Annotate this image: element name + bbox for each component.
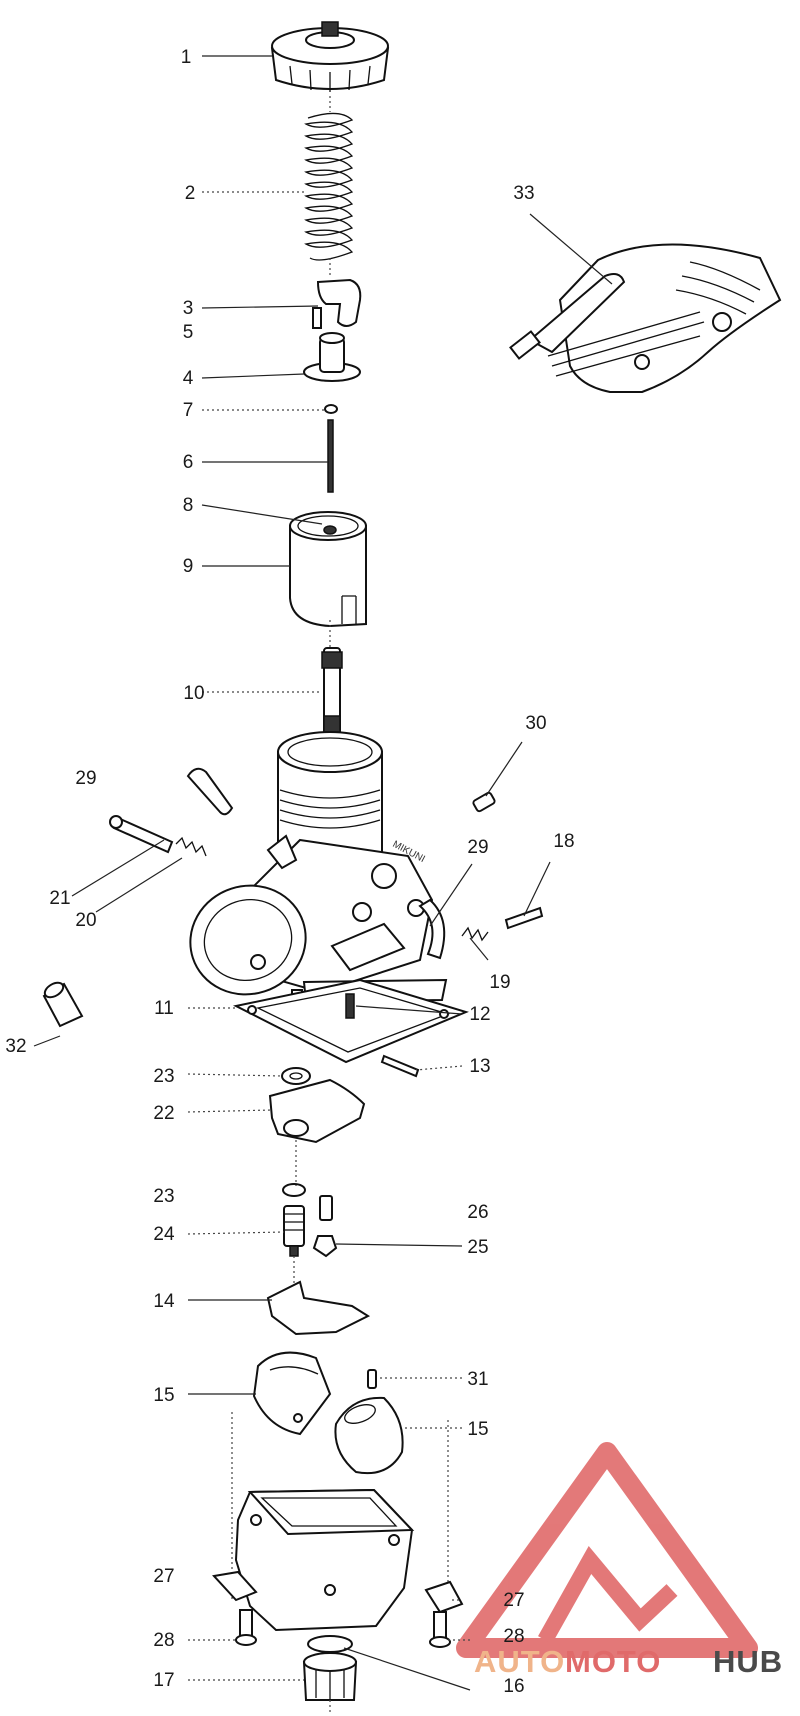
part-11-gasket	[233, 978, 469, 1064]
part-23-washer-lower	[282, 1183, 306, 1197]
callout-23-upper: 23	[153, 1066, 174, 1087]
part-21-air-screw	[109, 815, 174, 854]
part-16-gasket-ring	[307, 1635, 353, 1653]
callout-20: 20	[75, 910, 96, 931]
callout-3: 3	[183, 298, 194, 319]
callout-10: 10	[183, 683, 204, 704]
callout-2: 2	[185, 183, 196, 204]
part-26-pilot-jet	[319, 1195, 333, 1221]
callout-12: 12	[469, 1004, 490, 1025]
callout-31: 31	[467, 1369, 488, 1390]
part-19-idle-spring	[461, 926, 489, 942]
callout-21: 21	[49, 888, 70, 909]
callout-29-left: 29	[75, 768, 96, 789]
callout-17: 17	[153, 1670, 174, 1691]
part-24-jet-holder	[283, 1205, 305, 1257]
part-14-float-arm	[266, 1280, 371, 1336]
automotohub-wordmark: AUTO MOTO HUB	[474, 1644, 783, 1679]
part-13-float-pin	[380, 1054, 420, 1078]
callout-4: 4	[183, 368, 194, 389]
wordmark-hub: HUB	[713, 1644, 783, 1679]
callout-28-left: 28	[153, 1630, 174, 1651]
part-31-small-pin	[367, 1369, 377, 1389]
callout-30: 30	[525, 713, 546, 734]
callout-32: 32	[5, 1036, 26, 1057]
callout-23-lower: 23	[153, 1186, 174, 1207]
wordmark-moto: MOTO	[565, 1644, 661, 1679]
part-1-top-cap	[270, 21, 390, 92]
callout-27-right: 27	[503, 1590, 524, 1611]
callout-19: 19	[489, 972, 510, 993]
part-27-clip-left	[212, 1570, 258, 1602]
callout-13: 13	[469, 1056, 490, 1077]
part-32-sleeve	[42, 981, 84, 1028]
callout-6: 6	[183, 452, 194, 473]
carburetor-body	[189, 731, 448, 1025]
part-3-needle-clip-plate	[316, 278, 362, 327]
callout-27-left: 27	[153, 1566, 174, 1587]
callout-33: 33	[513, 183, 534, 204]
float-bowl	[231, 1412, 449, 1632]
part-7-washer	[324, 404, 338, 414]
part-25-main-jet	[312, 1235, 338, 1258]
part-2-spring	[304, 112, 354, 261]
part-8-needle-seat	[323, 525, 337, 535]
part-30-plug	[472, 791, 496, 813]
part-15-float-right	[334, 1396, 404, 1474]
callout-29-right: 29	[467, 837, 488, 858]
callout-14: 14	[153, 1291, 175, 1312]
wordmark-auto: AUTO	[474, 1644, 565, 1679]
part-23-washer-upper	[281, 1067, 311, 1085]
callout-26: 26	[467, 1202, 488, 1223]
callout-8: 8	[183, 495, 194, 516]
part-6-jet-needle	[327, 419, 334, 493]
part-5-clip	[312, 307, 322, 329]
part-20-spring	[175, 836, 207, 857]
callout-7: 7	[183, 400, 194, 421]
leader-lines	[33, 55, 613, 1714]
part-22-baffle-plate	[268, 1078, 366, 1144]
part-17-drain-plug	[302, 1652, 358, 1701]
part-28-screw-right	[429, 1611, 451, 1648]
part-33-tool-kit	[509, 243, 782, 393]
callout-labels: 1 2 3 5 4 7 6 8 9 10 33 30 29 29 18 21 2…	[5, 47, 574, 1697]
callout-25: 25	[467, 1237, 488, 1258]
callout-16: 16	[503, 1676, 524, 1697]
callout-15-right: 15	[467, 1419, 488, 1440]
callout-24: 24	[153, 1224, 175, 1245]
part-27-clip-right	[424, 1580, 464, 1614]
part-28-screw-left	[235, 1609, 257, 1646]
part-4-needle-holder	[303, 332, 361, 382]
callout-5: 5	[183, 322, 194, 343]
part-15-float-left	[252, 1351, 332, 1436]
part-9-throttle-slide	[289, 511, 367, 628]
callout-9: 9	[183, 556, 194, 577]
callout-22: 22	[153, 1103, 174, 1124]
part-12-pin	[345, 993, 355, 1019]
part-18-idle-screw	[504, 906, 544, 930]
callout-1: 1	[181, 47, 192, 68]
callout-28-right: 28	[503, 1626, 524, 1647]
callout-18: 18	[553, 831, 574, 852]
callout-15-left: 15	[153, 1385, 174, 1406]
part-10-needle-jet	[321, 647, 343, 737]
callout-11: 11	[154, 998, 174, 1019]
automotohub-logo	[456, 1442, 758, 1658]
